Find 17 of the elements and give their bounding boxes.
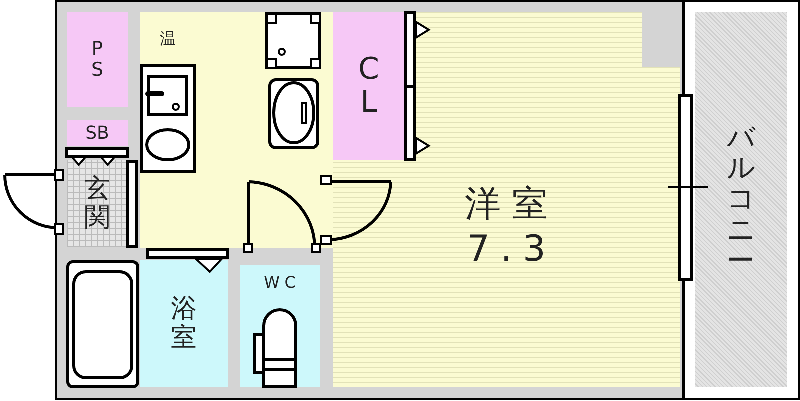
western-room (333, 12, 680, 387)
bathroom (140, 260, 228, 387)
room-label: 洋室 (465, 183, 559, 227)
closet (333, 12, 405, 160)
room-label: CL (358, 53, 380, 119)
shoe-box (67, 120, 128, 146)
room-label: 玄関 (84, 174, 110, 232)
room-label: 浴室 (171, 294, 197, 352)
room-label: バルコニー (727, 122, 755, 276)
room-label: 7.3 (467, 229, 557, 270)
room-label: PS (90, 38, 105, 80)
pipe-space (67, 12, 128, 107)
room-label: WC (264, 273, 301, 292)
room-label: SB (86, 122, 110, 144)
entrance-area (67, 160, 128, 247)
balcony (695, 12, 787, 387)
room-label: 温 (160, 28, 176, 50)
